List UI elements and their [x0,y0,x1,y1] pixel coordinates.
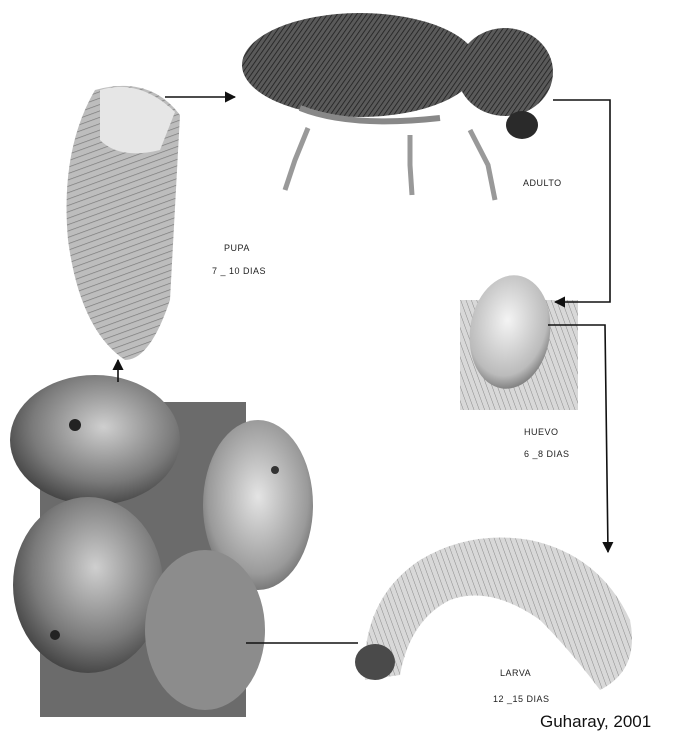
larva-duration: 12 _15 DIAS [493,694,550,704]
arrow-adult-to-egg [553,100,610,302]
egg-duration: 6 _8 DIAS [524,449,570,459]
source-credit: Guharay, 2001 [540,712,651,732]
egg-label: HUEVO [524,427,559,437]
adult-beetle-illustration [242,13,553,200]
pupa-duration: 7 _ 10 DIAS [212,266,266,276]
larva-label: LARVA [500,668,531,678]
larva-illustration [355,538,632,691]
pupa-illustration [67,86,180,360]
egg-illustration [460,270,578,410]
adult-label: ADULTO [523,178,562,188]
coffee-berries-illustration [10,375,313,717]
pupa-label: PUPA [224,243,250,253]
